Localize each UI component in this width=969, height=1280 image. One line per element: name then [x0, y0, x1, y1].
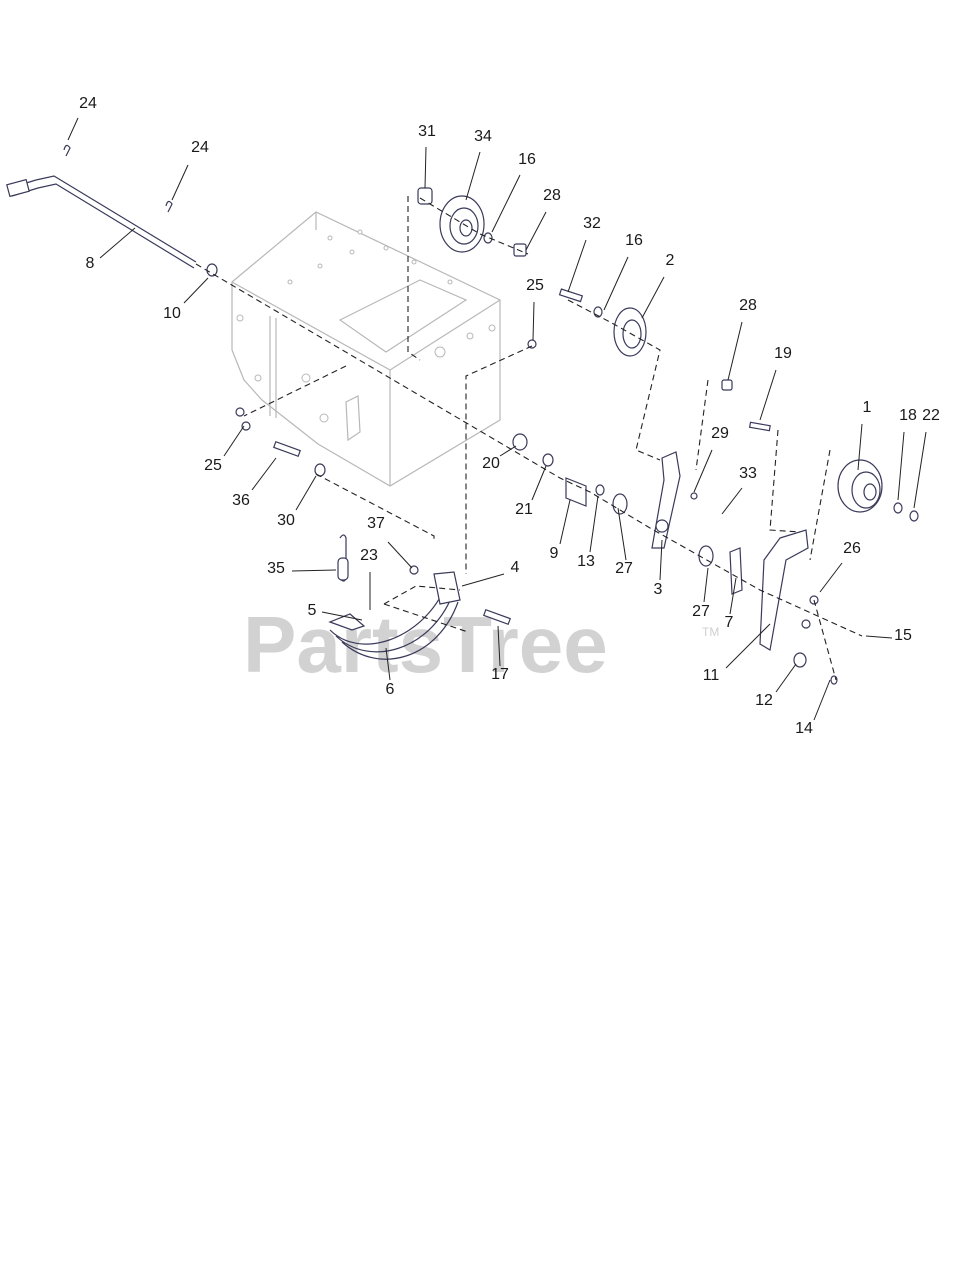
callout-leader-c9 [559, 499, 571, 545]
callout-label-c28b: 28 [739, 297, 757, 314]
upper-pulley [417, 187, 527, 257]
callout-leader-c15 [865, 635, 893, 639]
callout-label-c25b: 25 [204, 457, 222, 474]
callout-leader-c17 [497, 625, 501, 667]
callout-label-c16a: 16 [518, 151, 536, 168]
callout-label-c15: 15 [894, 627, 912, 644]
middle-pulley [558, 288, 647, 357]
callout-leader-c13 [589, 495, 599, 553]
callout-leader-c10 [183, 277, 209, 304]
callout-leader-c26 [819, 562, 843, 593]
callout-label-c22: 22 [922, 407, 940, 424]
callout-label-c8: 8 [86, 255, 95, 272]
callout-leader-c14 [813, 679, 831, 721]
callout-label-c27a: 27 [615, 560, 633, 577]
callout-label-c13: 13 [577, 553, 595, 570]
callout-label-c16b: 16 [625, 232, 643, 249]
callout-leader-c35 [291, 569, 337, 572]
callout-label-c37: 37 [367, 515, 385, 532]
callout-leader-c33 [721, 487, 743, 515]
callout-leader-c24b [171, 164, 189, 201]
callout-label-c10: 10 [163, 305, 181, 322]
callout-label-c4: 4 [511, 559, 520, 576]
callout-label-c24a: 24 [79, 95, 97, 112]
callout-label-c6: 6 [386, 681, 395, 698]
callout-label-c18: 18 [899, 407, 917, 424]
callout-label-c23: 23 [360, 547, 378, 564]
callout-leader-c27a [617, 507, 627, 561]
callout-label-c2: 2 [666, 252, 675, 269]
callout-label-c30: 30 [277, 512, 295, 529]
callout-leader-c5 [321, 611, 363, 621]
callout-leader-c30 [295, 475, 317, 511]
callout-leader-c3 [659, 539, 663, 581]
callout-leader-c7 [729, 577, 737, 615]
callout-label-c28a: 28 [543, 187, 561, 204]
rod-washer [206, 263, 218, 277]
callout-label-c29: 29 [711, 425, 729, 442]
trademark-mark: TM [702, 625, 719, 639]
callout-leader-c29 [693, 449, 713, 493]
callout-label-c7: 7 [725, 614, 734, 631]
callout-leader-c20 [499, 445, 517, 457]
callout-label-c33: 33 [739, 465, 757, 482]
callout-leader-c28a [525, 211, 547, 251]
brake-band [328, 571, 461, 660]
callout-label-c19: 19 [774, 345, 792, 362]
brackets [565, 451, 809, 651]
callout-leader-c4 [461, 573, 505, 587]
callout-leader-c25a [532, 301, 535, 341]
callout-label-c24b: 24 [191, 139, 209, 156]
hairpin-clip-b [165, 200, 173, 213]
callout-label-c25a: 25 [526, 277, 544, 294]
callout-leader-c36 [251, 457, 277, 491]
callout-label-c32: 32 [583, 215, 601, 232]
callout-leader-c28b [727, 321, 743, 381]
callout-leader-c1 [857, 423, 863, 471]
callout-label-c34: 34 [474, 128, 492, 145]
callout-leader-c11 [725, 623, 771, 669]
callout-leader-c24a [67, 117, 79, 141]
callout-leader-c31 [424, 146, 427, 189]
hairpin-clip-a [63, 144, 71, 157]
callout-leader-c2 [641, 276, 665, 319]
callout-label-c3: 3 [654, 581, 663, 598]
callout-leader-c16b [603, 256, 629, 311]
idler-pulley [837, 459, 919, 522]
callout-label-c17: 17 [491, 666, 509, 683]
callout-leader-c37 [387, 541, 413, 569]
callout-leader-c27b [703, 567, 709, 603]
extension-spring [337, 534, 349, 582]
callout-label-c12: 12 [755, 692, 773, 709]
callout-leader-c22 [913, 431, 927, 509]
callout-label-c26: 26 [843, 540, 861, 557]
partstree-watermark: PartsTree [243, 600, 608, 689]
callout-label-c1: 1 [863, 399, 872, 416]
callout-leader-c34 [465, 151, 481, 201]
callout-label-c14: 14 [795, 720, 813, 737]
callout-leader-c25b [223, 425, 245, 457]
callout-leader-c6 [385, 647, 391, 681]
callout-leader-c16a [491, 174, 521, 233]
callout-label-c36: 36 [232, 492, 250, 509]
shift-rod [6, 175, 197, 269]
callout-leader-c32 [567, 239, 587, 293]
callout-label-c35: 35 [267, 560, 285, 577]
callout-leader-c8 [99, 227, 136, 259]
callout-leader-c12 [775, 663, 797, 693]
callout-label-c9: 9 [550, 545, 559, 562]
callout-label-c20: 20 [482, 455, 500, 472]
callout-label-c31: 31 [418, 123, 436, 140]
callout-leader-c19 [759, 369, 777, 421]
exploded-view-lines [195, 196, 863, 681]
callout-label-c5: 5 [308, 602, 317, 619]
callout-label-c27b: 27 [692, 603, 710, 620]
frame-housing [231, 211, 501, 487]
callout-label-c11: 11 [703, 667, 720, 684]
callout-label-c21: 21 [515, 501, 533, 518]
callout-leader-c18 [897, 431, 905, 501]
callout-leader-c21 [531, 465, 547, 501]
